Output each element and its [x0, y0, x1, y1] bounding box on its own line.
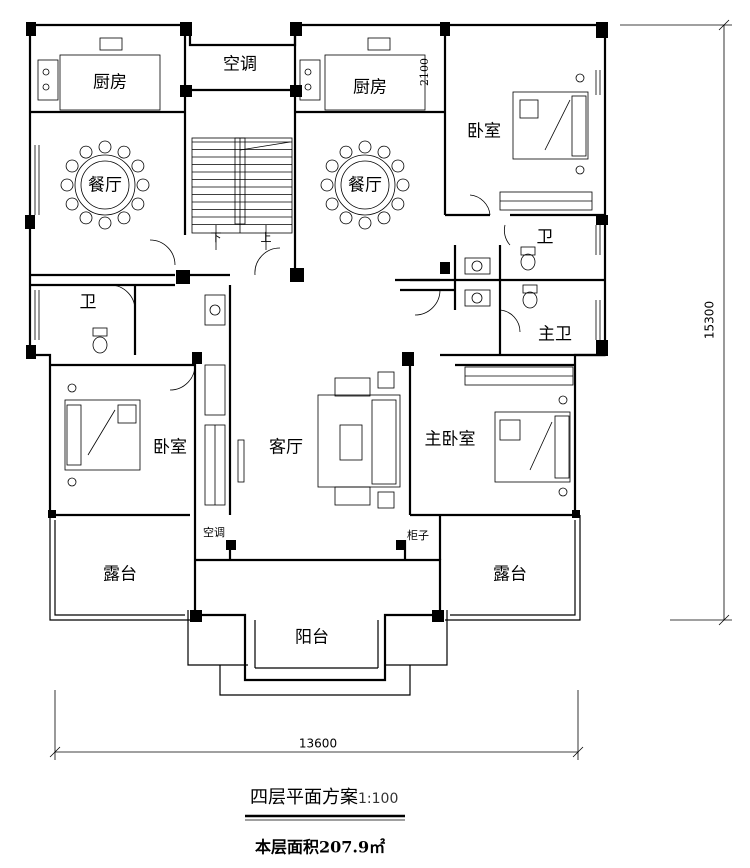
label-master-bath: 主卫 — [538, 325, 572, 345]
bed-master — [494, 395, 571, 497]
label-cabinet: 柜子 — [407, 529, 429, 542]
kitchen-right-counter — [299, 37, 426, 111]
dining-chair — [320, 178, 334, 192]
plan-title: 四层平面方案 — [250, 787, 358, 808]
bathroom-fixtures — [92, 246, 538, 354]
columns — [25, 22, 608, 622]
dining-chair — [60, 178, 74, 192]
dining-chair — [391, 197, 405, 211]
label-balcony: 阳台 — [295, 628, 329, 648]
dimension-height-text: 15300 — [703, 301, 717, 339]
dining-chair — [131, 197, 145, 211]
dining-chair — [65, 159, 79, 173]
dining-chair — [79, 211, 93, 225]
dining-chair — [377, 145, 391, 159]
label-bath-right: 卫 — [537, 228, 554, 248]
windows — [34, 70, 601, 340]
dining-chair — [117, 145, 131, 159]
dimension-height: 15300 — [620, 19, 732, 626]
interior-walls — [30, 25, 605, 560]
dining-chair — [98, 140, 112, 154]
dining-chair — [358, 216, 372, 230]
label-dining-left: 餐厅 — [88, 176, 122, 196]
dining-table-right — [320, 140, 410, 230]
dining-chair — [98, 216, 112, 230]
label-kitchen-left: 厨房 — [93, 73, 127, 93]
dining-chair — [131, 159, 145, 173]
label-master-bedroom: 主卧室 — [425, 430, 476, 450]
dining-chair — [117, 211, 131, 225]
label-bedroom-sw: 卧室 — [153, 438, 187, 458]
label-stair-up: 上 — [261, 231, 272, 244]
label-bath-left: 卫 — [80, 293, 97, 313]
label-ac-small: 空调 — [203, 525, 225, 539]
label-dining-right: 餐厅 — [348, 176, 382, 196]
dining-chair — [396, 178, 410, 192]
label-dim-2100: 2100 — [418, 58, 431, 86]
staircase — [191, 137, 293, 250]
dimension-width-text: 13600 — [299, 737, 337, 751]
label-bedroom-ne: 卧室 — [467, 122, 501, 142]
dining-chair — [325, 197, 339, 211]
label-kitchen-right: 厨房 — [353, 78, 387, 98]
plan-scale: 1:100 — [358, 791, 398, 807]
living-sofa-set — [237, 371, 401, 509]
terrace-outlines — [49, 515, 581, 696]
dining-table-left — [60, 140, 150, 230]
plan-area: 本层面积207.9㎡ — [255, 838, 385, 857]
dining-chair — [339, 211, 353, 225]
door-swings — [109, 194, 521, 391]
dining-chair — [377, 211, 391, 225]
dining-chair — [391, 159, 405, 173]
label-ac-top: 空调 — [223, 55, 257, 75]
dining-chair — [358, 140, 372, 154]
dining-chair — [325, 159, 339, 173]
dining-chair — [79, 145, 93, 159]
dimension-width: 13600 — [49, 690, 584, 760]
caption: 四层平面方案 1:100 本层面积207.9㎡ — [245, 787, 405, 857]
label-terrace-left: 露台 — [103, 565, 137, 585]
label-stair-down: 下 — [211, 231, 222, 244]
dining-chair — [136, 178, 150, 192]
dining-chair — [65, 197, 79, 211]
kitchen-left-counter — [37, 37, 161, 111]
bed-northeast — [512, 73, 589, 175]
dining-chair — [339, 145, 353, 159]
label-living: 客厅 — [269, 438, 303, 458]
closets — [204, 191, 593, 506]
bed-southwest — [64, 383, 141, 487]
room-labels: 厨房 空调 厨房 2100 卧室 餐厅 餐厅 下 上 卫 卫 主卫 卧室 客厅 … — [80, 55, 573, 648]
label-terrace-right: 露台 — [493, 565, 527, 585]
